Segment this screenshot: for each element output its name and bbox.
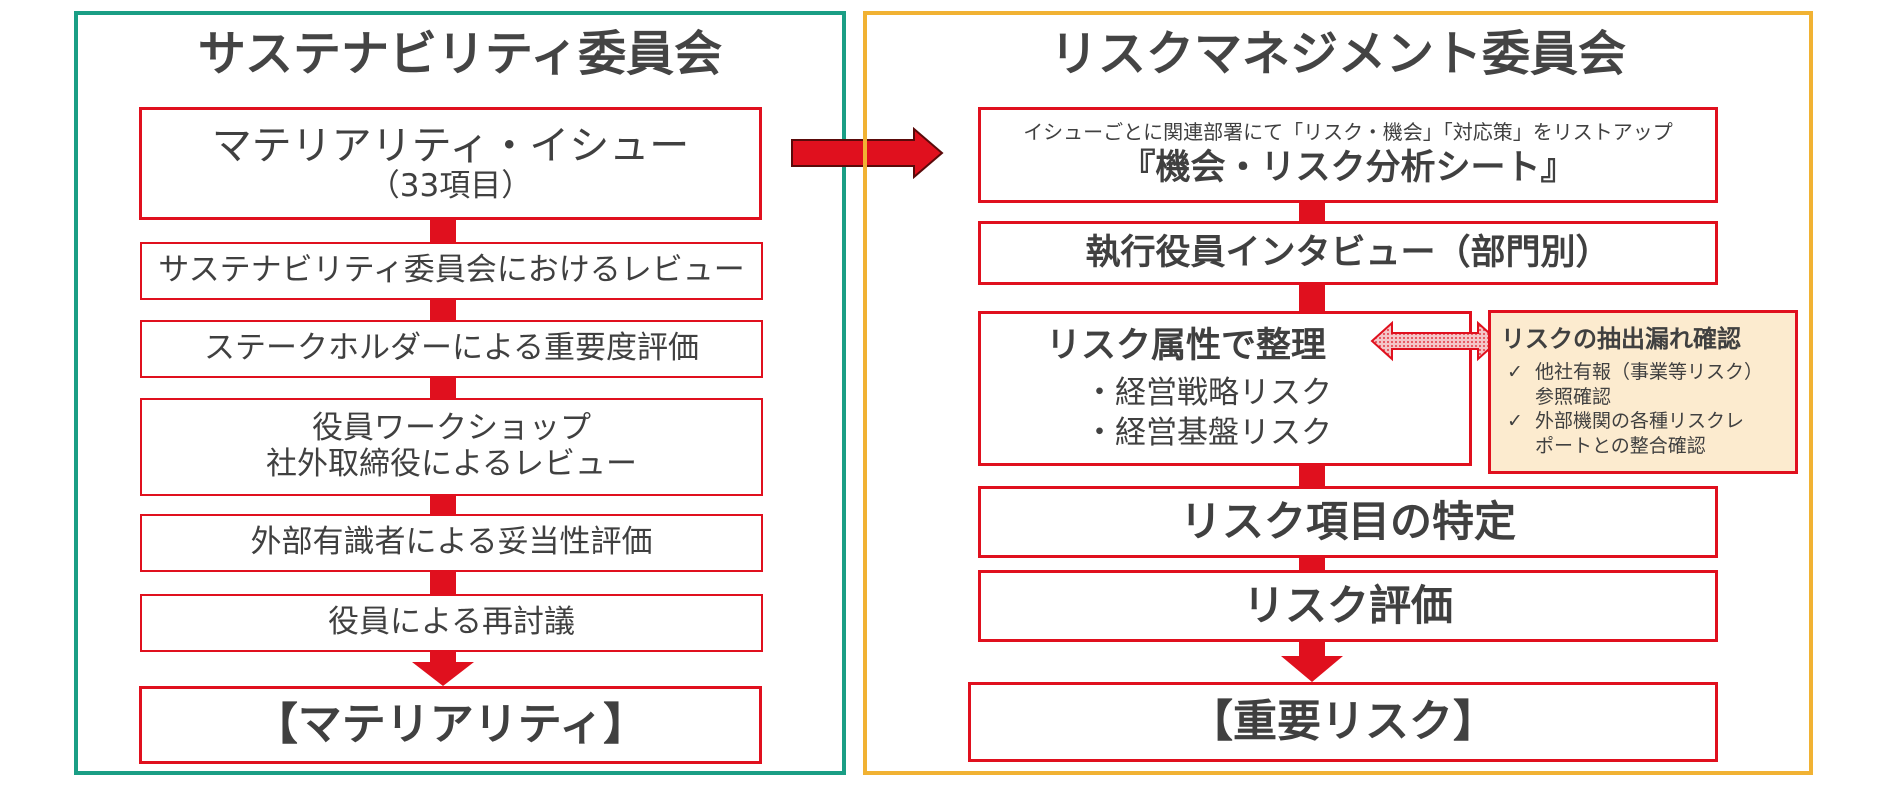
sustainability-committee-title: サステナビリティ委員会 — [197, 26, 723, 82]
right-step-2-item-1: ・経営戦略リスク — [1084, 374, 1332, 411]
left-step-1: サステナビリティ委員会におけるレビュー — [140, 242, 763, 300]
right-step-3: リスク項目の特定 — [978, 486, 1718, 558]
materiality-issue-box: マテリアリティ・イシュー （33項目） — [139, 107, 762, 220]
risk-analysis-sheet-box: イシューごとに関連部署にて「リスク・機会」「対応策」をリストアップ 『機会・リス… — [978, 107, 1718, 203]
left-connector-3 — [430, 378, 456, 398]
right-step-1: 執行役員インタビュー（部門別） — [978, 221, 1718, 285]
check-note-item-2: ✓ 外部機関の各種リスクレ ポートとの整合確認 — [1501, 409, 1785, 458]
risk-analysis-sheet-caption: イシューごとに関連部署にて「リスク・機会」「対応策」をリストアップ — [1023, 120, 1673, 145]
materiality-issue-label: マテリアリティ・イシュー — [211, 122, 690, 169]
left-connector-5 — [430, 572, 456, 594]
check-note-title: リスクの抽出漏れ確認 — [1501, 325, 1741, 353]
left-step-3-line2: 社外取締役によるレビュー — [265, 446, 638, 482]
left-step-4-label: 外部有識者による妥当性評価 — [250, 524, 653, 561]
right-step-3-label: リスク項目の特定 — [1179, 496, 1516, 546]
materiality-result-label: 【マテリアリティ】 — [253, 698, 648, 750]
right-connector-2 — [1299, 285, 1325, 311]
check-note-item-1: ✓ 他社有報（事業等リスク） 参照確認 — [1501, 360, 1785, 409]
left-step-2-label: ステークホルダーによる重要度評価 — [203, 330, 700, 367]
materiality-issue-count: （33項目） — [368, 167, 533, 204]
right-step-2-item-2: ・経営基盤リスク — [1084, 414, 1332, 451]
left-step-2: ステークホルダーによる重要度評価 — [140, 320, 763, 378]
risk-extraction-check-note: リスクの抽出漏れ確認 ✓ 他社有報（事業等リスク） 参照確認 ✓ 外部機関の各種… — [1488, 310, 1798, 474]
check-note-item-1-line2: 参照確認 — [1535, 385, 1612, 408]
left-connector-1 — [430, 220, 456, 242]
risk-management-committee-panel — [863, 11, 1813, 775]
key-risk-result-label: 【重要リスク】 — [1189, 695, 1497, 747]
left-step-1-label: サステナビリティ委員会におけるレビュー — [158, 252, 745, 289]
right-step-4: リスク評価 — [978, 570, 1718, 642]
right-step-4-label: リスク評価 — [1242, 580, 1453, 630]
checkmark-icon: ✓ — [1507, 410, 1523, 433]
key-risk-result-box: 【重要リスク】 — [968, 682, 1718, 762]
right-down-arrow — [1281, 642, 1343, 682]
right-step-2: リスク属性で整理 ・経営戦略リスク ・経営基盤リスク — [978, 311, 1472, 466]
check-note-item-1-line1: 他社有報（事業等リスク） — [1535, 361, 1764, 383]
right-connector-1 — [1299, 203, 1325, 221]
left-connector-2 — [430, 300, 456, 320]
left-step-5: 役員による再討議 — [140, 594, 763, 652]
left-step-4: 外部有識者による妥当性評価 — [140, 514, 763, 572]
left-step-5-label: 役員による再討議 — [327, 604, 576, 641]
cross-panel-arrow — [791, 127, 944, 179]
right-connector-4 — [1299, 558, 1325, 570]
left-down-arrow — [412, 652, 474, 686]
checkmark-icon: ✓ — [1507, 361, 1523, 383]
right-step-1-label: 執行役員インタビュー（部門別） — [1085, 232, 1611, 273]
right-step-2-heading: リスク属性で整理 — [1046, 325, 1327, 366]
sustainability-committee-panel — [74, 11, 846, 775]
double-headed-arrow — [1370, 320, 1500, 362]
check-note-item-2-line2: ポートとの整合確認 — [1535, 435, 1706, 458]
materiality-result-box: 【マテリアリティ】 — [139, 686, 762, 764]
left-step-3: 役員ワークショップ 社外取締役によるレビュー — [140, 398, 763, 496]
risk-analysis-sheet-title: 『機会・リスク分析シート』 — [1120, 148, 1576, 189]
left-step-3-line1: 役員ワークショップ — [312, 410, 591, 447]
right-connector-3 — [1299, 466, 1325, 486]
check-note-item-2-line1: 外部機関の各種リスクレ — [1535, 410, 1745, 433]
left-connector-4 — [430, 496, 456, 514]
risk-management-committee-title: リスクマネジメント委員会 — [1049, 26, 1626, 82]
